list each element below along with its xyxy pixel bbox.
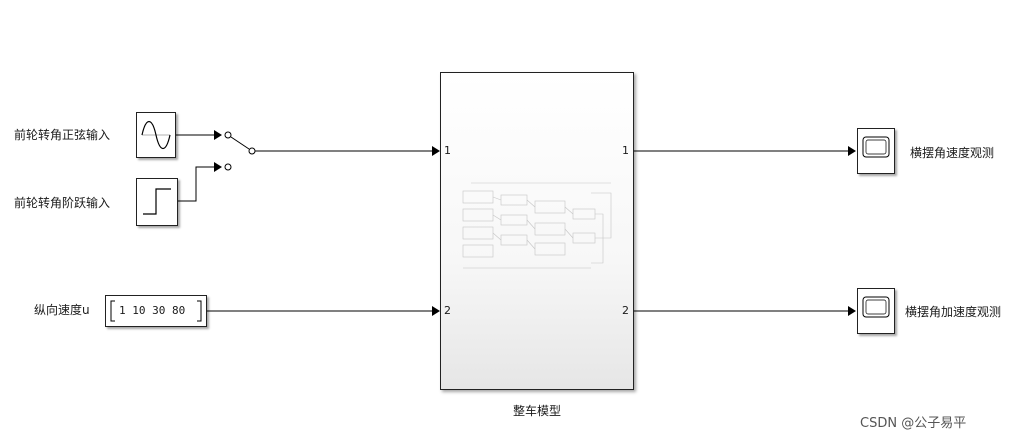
scope-icon <box>862 296 890 318</box>
speed-constant-block[interactable]: 1 10 30 80 <box>105 295 207 327</box>
sine-source-block[interactable] <box>136 112 176 158</box>
model-out-port-1: 1 <box>622 144 629 157</box>
arrow-model-in1 <box>432 146 440 156</box>
step-source-label: 前轮转角阶跃输入 <box>14 196 111 210</box>
speed-constant-value: 1 10 30 80 <box>119 304 186 317</box>
yaw-accel-scope-label: 横摆角加速度观测 <box>905 305 1002 319</box>
sine-wave-icon <box>141 120 171 150</box>
speed-constant-label: 纵向速度u <box>34 303 90 317</box>
subsystem-preview-icon <box>462 182 612 269</box>
model-in-port-2: 2 <box>444 304 451 317</box>
yaw-rate-scope-block[interactable] <box>857 128 895 174</box>
yaw-accel-scope-block[interactable] <box>857 288 895 334</box>
step-icon <box>143 188 171 215</box>
manual-switch-icon[interactable] <box>224 131 256 171</box>
matrix-bracket-icon <box>110 300 202 322</box>
arrow-scope1-in <box>848 146 856 156</box>
vehicle-model-label: 整车模型 <box>513 404 562 418</box>
arrow-model-in2 <box>432 306 440 316</box>
arrow-switch-in2 <box>214 162 222 172</box>
vehicle-model-subsystem[interactable] <box>440 72 634 390</box>
model-out-port-2: 2 <box>622 304 629 317</box>
scope-icon <box>862 136 890 158</box>
model-in-port-1: 1 <box>444 144 451 157</box>
yaw-rate-scope-label: 横摆角速度观测 <box>910 146 995 160</box>
arrow-scope2-in <box>848 306 856 316</box>
arrow-switch-in1 <box>214 130 222 140</box>
wire-step-to-switch <box>178 166 214 202</box>
watermark-text: CSDN @公子易平 <box>860 416 967 431</box>
sine-source-label: 前轮转角正弦输入 <box>14 128 111 142</box>
step-source-block[interactable] <box>136 178 178 226</box>
